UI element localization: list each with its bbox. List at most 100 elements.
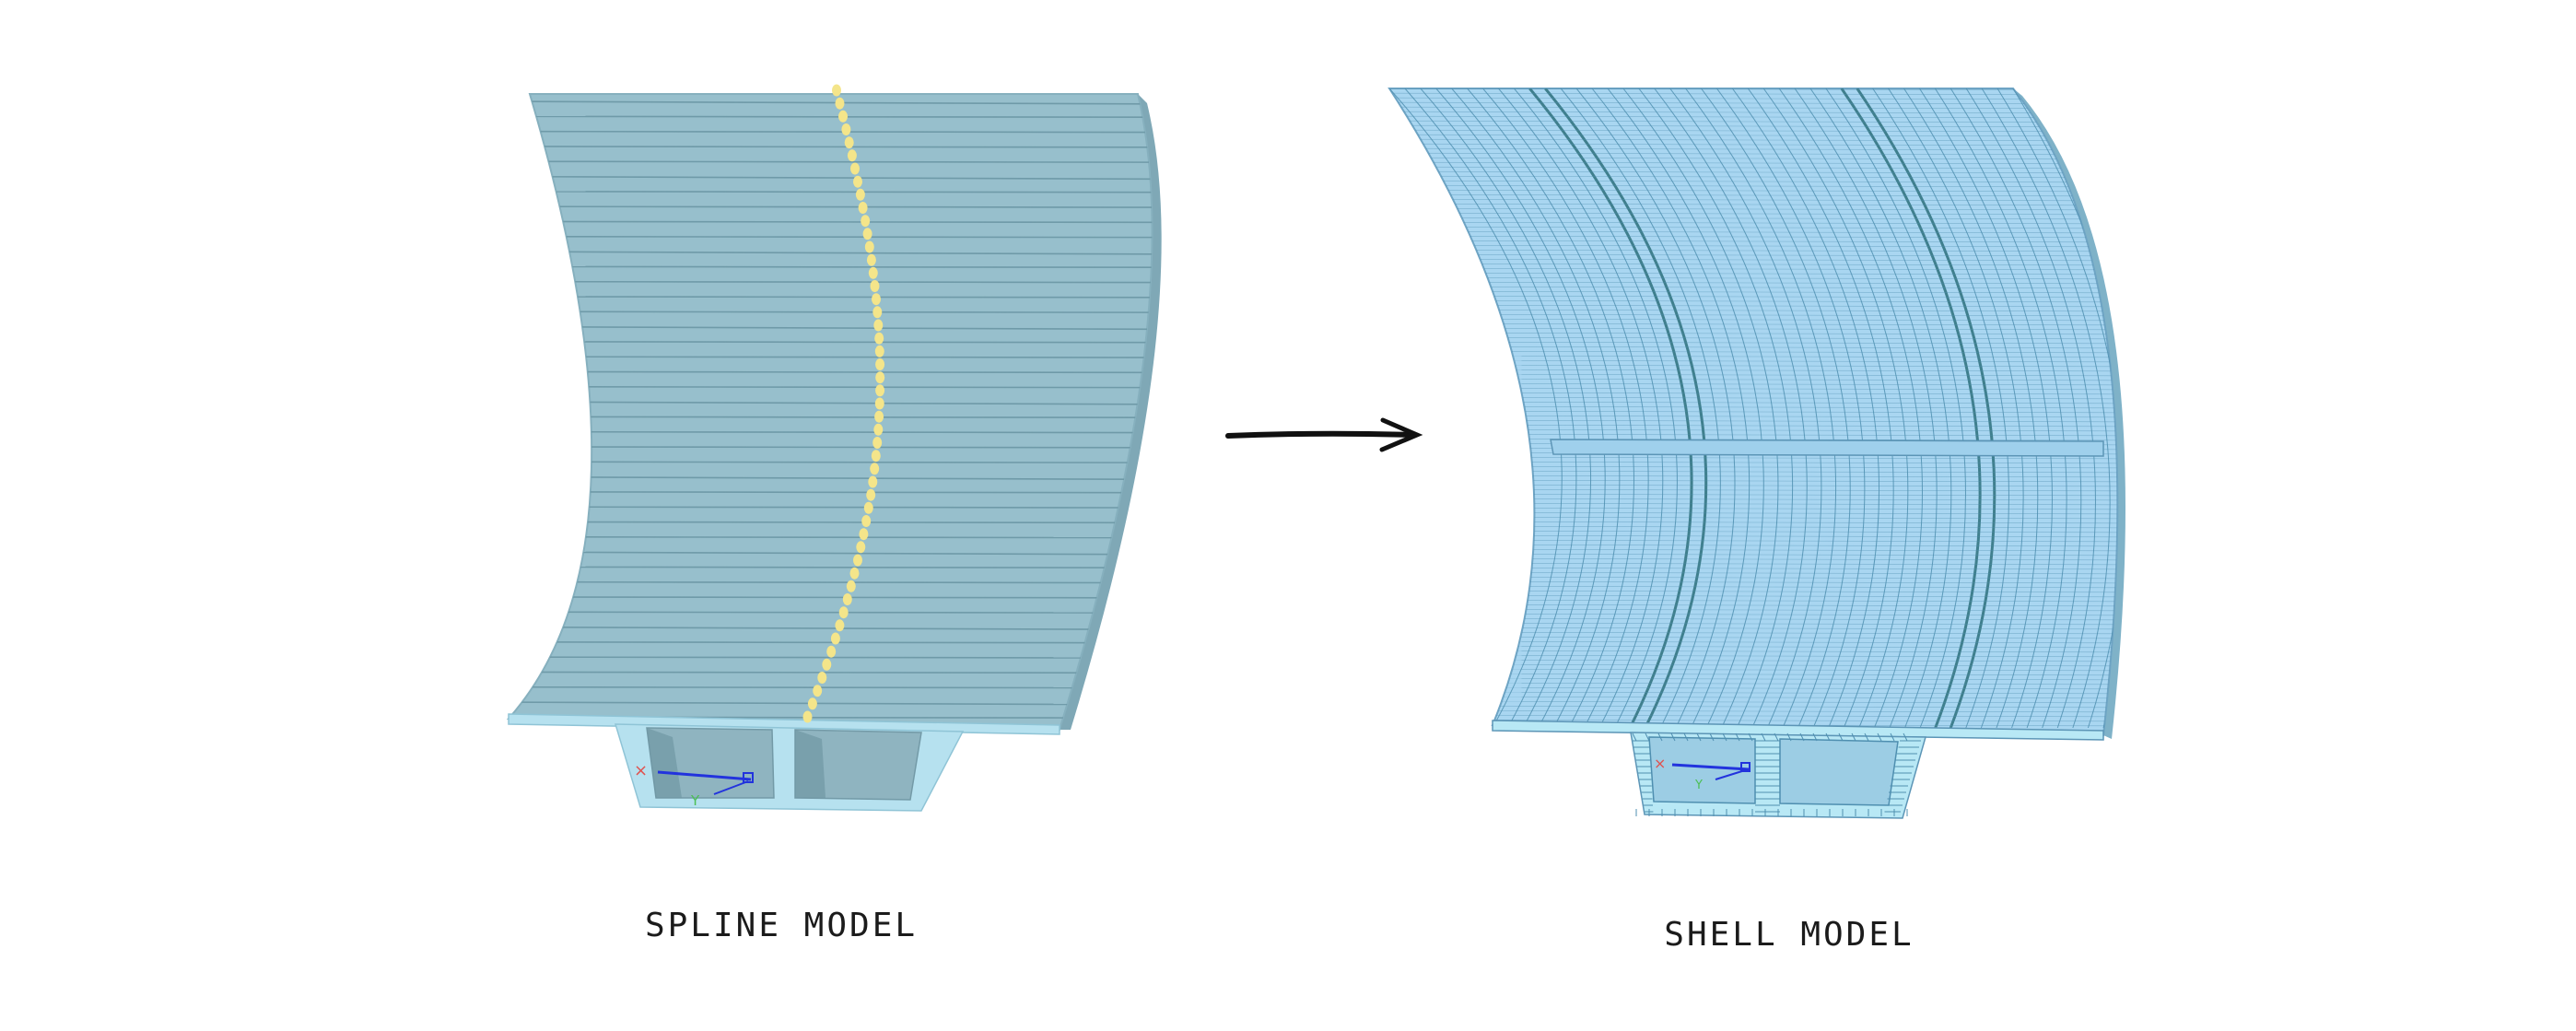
mesh-longitudinal	[1950, 88, 2082, 729]
mesh-longitudinal	[1638, 88, 1793, 729]
mesh-longitudinal	[1981, 88, 2111, 729]
mesh-longitudinal	[1965, 88, 2096, 729]
mesh-transverse	[1389, 193, 2118, 197]
mesh-transverse	[1389, 235, 2118, 239]
strip-line	[509, 506, 1153, 509]
strip-line	[509, 521, 1153, 524]
strip-line	[509, 191, 1153, 193]
centerline-dot	[856, 541, 866, 554]
svg-text:×: ×	[1654, 755, 1666, 772]
mesh-longitudinal	[1934, 88, 2067, 729]
centerline-dot	[875, 358, 885, 370]
mesh-transverse	[1389, 161, 2118, 165]
shell-cell-right	[1779, 738, 1899, 806]
mesh-transverse	[1389, 180, 2118, 183]
mesh-longitudinal	[1872, 88, 2009, 729]
centerline-dot	[863, 501, 873, 514]
mesh-longitudinal	[1903, 88, 2039, 729]
centerline-dot	[870, 463, 880, 475]
centerline-dot	[838, 110, 848, 123]
centerline-dot	[842, 593, 852, 605]
mesh-longitudinal	[1762, 88, 1909, 729]
svg-text:Y: Y	[1694, 779, 1703, 792]
strip-line	[509, 461, 1153, 464]
mesh-transverse	[1389, 207, 2118, 211]
centerline-dot	[870, 280, 880, 292]
strip-line	[509, 401, 1153, 405]
strip-line	[509, 370, 1153, 374]
mesh-transverse	[1389, 120, 2118, 123]
centerline-dot	[832, 84, 841, 97]
mesh-longitudinal	[1560, 88, 1721, 729]
svg-text:Y: Y	[690, 792, 700, 809]
strip-line	[509, 430, 1153, 434]
centerline-dot	[874, 345, 884, 357]
centerline-dot	[844, 136, 854, 149]
mesh-transverse	[1389, 134, 2118, 137]
centerline-dot	[835, 97, 845, 110]
strip-line	[509, 251, 1153, 255]
strip-line	[509, 580, 1153, 584]
strip-line	[509, 671, 1153, 674]
strip-line	[509, 551, 1153, 556]
mesh-transverse	[1389, 240, 2118, 243]
svg-text:×: ×	[634, 761, 648, 780]
strip-line	[509, 385, 1153, 389]
centerline-dot	[866, 488, 876, 501]
centerline-dot	[873, 319, 884, 332]
strip-line	[509, 596, 1153, 599]
mesh-transverse	[1389, 212, 2118, 216]
right-arrow-icon	[1225, 417, 1423, 452]
centerline-dot	[817, 672, 827, 684]
mesh-longitudinal	[1591, 88, 1751, 729]
strip-line	[509, 475, 1153, 481]
centerline-dot	[813, 685, 823, 697]
mesh-longitudinal	[1747, 88, 1894, 729]
centerline-dot	[874, 332, 884, 345]
centerline-dot	[847, 149, 857, 162]
centerline-dot	[822, 658, 832, 671]
shell-cell-left	[1648, 736, 1756, 804]
centerline-dot	[858, 202, 868, 214]
strip-line	[509, 416, 1153, 419]
centerline-dot	[872, 306, 883, 319]
strip-line	[509, 160, 1153, 163]
mesh-longitudinal	[1654, 88, 1808, 729]
centerline-dot	[850, 162, 860, 175]
centerline-dot	[859, 528, 869, 541]
mesh-transverse	[1389, 170, 2118, 174]
centerline-dot	[807, 697, 817, 710]
centerline-dot	[826, 645, 837, 658]
mesh-transverse	[1389, 198, 2118, 202]
centerline-dot	[874, 397, 884, 410]
mesh-longitudinal	[1778, 88, 1923, 729]
strip-line	[509, 280, 1153, 284]
strip-line	[509, 611, 1153, 615]
strip-line	[509, 235, 1153, 239]
shell-deck-edge	[2013, 88, 2126, 739]
mesh-transverse	[1389, 157, 2118, 160]
shell-slab-front	[1492, 720, 2104, 741]
mesh-longitudinal	[1731, 88, 1879, 729]
spline-deck-surface	[506, 93, 1153, 732]
centerline-dot	[838, 606, 849, 619]
spline-model: × Y	[506, 84, 1162, 812]
mesh-transverse	[1389, 166, 2118, 170]
strip-line	[509, 325, 1153, 331]
strip-line	[509, 340, 1153, 344]
centerline-dot	[866, 253, 876, 266]
mesh-longitudinal	[1809, 88, 1952, 729]
strip-line	[509, 175, 1153, 181]
strip-line	[509, 265, 1153, 269]
mesh-transverse	[1389, 217, 2118, 220]
centerline-dot	[861, 515, 872, 527]
mesh-transverse	[1389, 184, 2118, 188]
mesh-longitudinal	[1607, 88, 1764, 729]
centerline-dot	[830, 632, 840, 645]
mesh-longitudinal	[1544, 88, 1708, 729]
strip-line	[509, 490, 1153, 494]
centerline-dot	[846, 580, 856, 592]
shell-box-mesh	[1632, 732, 1921, 816]
centerline-dot	[802, 710, 813, 723]
mesh-longitudinal	[1794, 88, 1938, 729]
